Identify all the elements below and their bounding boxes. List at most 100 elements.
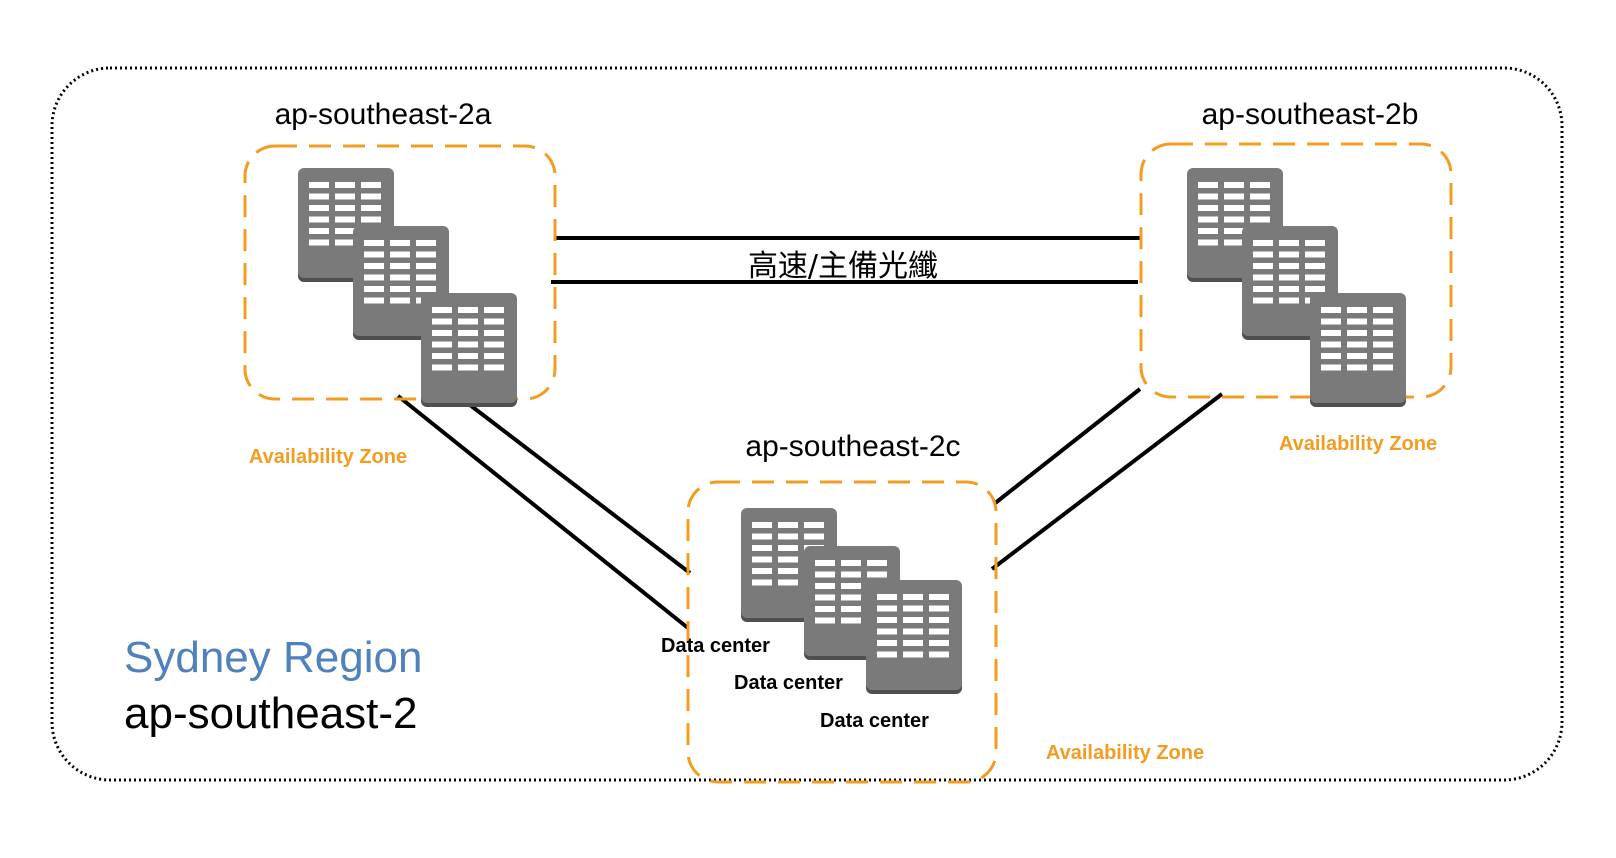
building-window <box>1253 263 1273 269</box>
zone-b-title: ap-southeast-2b <box>1202 98 1419 131</box>
building-window <box>877 605 897 612</box>
building-window <box>335 205 355 211</box>
building-window <box>432 307 452 313</box>
building-window <box>1347 318 1367 325</box>
building-window <box>1198 193 1218 200</box>
building-window <box>1279 297 1299 304</box>
region-name: Sydney Region <box>124 633 422 682</box>
building-window <box>778 579 798 586</box>
building-window <box>458 341 478 348</box>
building-window <box>458 307 478 313</box>
building-window <box>309 205 329 211</box>
building-window <box>390 274 410 281</box>
building-window <box>1305 251 1325 258</box>
building-window <box>1373 353 1393 359</box>
building-window <box>1279 286 1299 292</box>
data-center-building-icon <box>866 580 962 694</box>
building-window <box>1305 286 1325 292</box>
building-window <box>1321 307 1341 313</box>
building-window <box>815 594 835 601</box>
region-code: ap-southeast-2 <box>124 689 418 738</box>
building-window <box>1250 205 1270 211</box>
building-window <box>877 640 897 646</box>
building-window <box>309 193 329 200</box>
zone-a-availability-label: Availability Zone <box>249 446 407 468</box>
building-window <box>752 522 772 528</box>
building-window <box>364 286 384 292</box>
data-center-building-icon <box>421 293 517 407</box>
building-window <box>815 560 835 566</box>
building-window <box>841 594 861 601</box>
building-window <box>1224 182 1244 188</box>
building-window <box>1279 263 1299 269</box>
building-window <box>1198 205 1218 211</box>
building-window <box>335 193 355 200</box>
link-b-c-upper <box>992 387 1142 506</box>
building-window <box>877 651 897 658</box>
building-window <box>1224 193 1244 200</box>
building-window <box>778 556 798 563</box>
building-window <box>458 318 478 325</box>
building-window <box>815 617 835 624</box>
building-window <box>1250 182 1270 188</box>
building-window <box>877 628 897 635</box>
building-window <box>841 583 861 589</box>
building-window <box>335 182 355 188</box>
building-window <box>929 605 949 612</box>
building-window <box>1198 182 1218 188</box>
zone-c: ap-southeast-2c Data center Data center … <box>661 430 1204 784</box>
building-window <box>309 216 329 223</box>
building-window <box>484 353 504 359</box>
building-window <box>752 579 772 586</box>
building-window <box>815 606 835 612</box>
building-window <box>364 274 384 281</box>
building-window <box>1198 216 1218 223</box>
building-window <box>841 606 861 612</box>
building-window <box>815 583 835 589</box>
zone-c-availability-label: Availability Zone <box>1046 742 1204 764</box>
building-window <box>778 522 798 528</box>
building-window <box>1224 228 1244 234</box>
building-window <box>432 353 452 359</box>
building-window <box>1373 364 1393 371</box>
building-window <box>484 364 504 371</box>
data-center-label-3: Data center <box>820 710 929 732</box>
zone-a: ap-southeast-2a Availability Zone <box>243 98 557 468</box>
building-window <box>458 353 478 359</box>
zone-b: ap-southeast-2b Availability Zone <box>1139 98 1453 455</box>
links <box>396 236 1224 630</box>
building-window <box>1253 297 1273 304</box>
building-window <box>841 560 861 566</box>
building-window <box>929 640 949 646</box>
building-window <box>1253 286 1273 292</box>
building-window <box>929 594 949 600</box>
data-center-building-icon <box>1310 293 1406 407</box>
building-window <box>903 594 923 600</box>
building-window <box>815 571 835 578</box>
building-window <box>1305 274 1325 281</box>
zone-b-availability-label: Availability Zone <box>1279 433 1437 455</box>
building-window <box>1279 274 1299 281</box>
building-window <box>364 251 384 258</box>
building-window <box>1253 274 1273 281</box>
building-window <box>390 297 410 304</box>
building-window <box>1347 341 1367 348</box>
building-window <box>1279 251 1299 258</box>
building-window <box>1373 318 1393 325</box>
building-window <box>1198 228 1218 234</box>
building-window <box>1321 318 1341 325</box>
building-window <box>1347 330 1367 336</box>
zone-b-boundary <box>1139 142 1453 399</box>
building-window <box>309 182 329 188</box>
building-window <box>841 617 861 624</box>
building-window <box>390 263 410 269</box>
building-window <box>752 556 772 563</box>
building-window <box>416 240 436 246</box>
building-window <box>1224 216 1244 223</box>
building-window <box>458 330 478 336</box>
building-window <box>484 341 504 348</box>
zone-b-buildings <box>1187 168 1406 407</box>
building-window <box>903 651 923 658</box>
building-window <box>458 364 478 371</box>
